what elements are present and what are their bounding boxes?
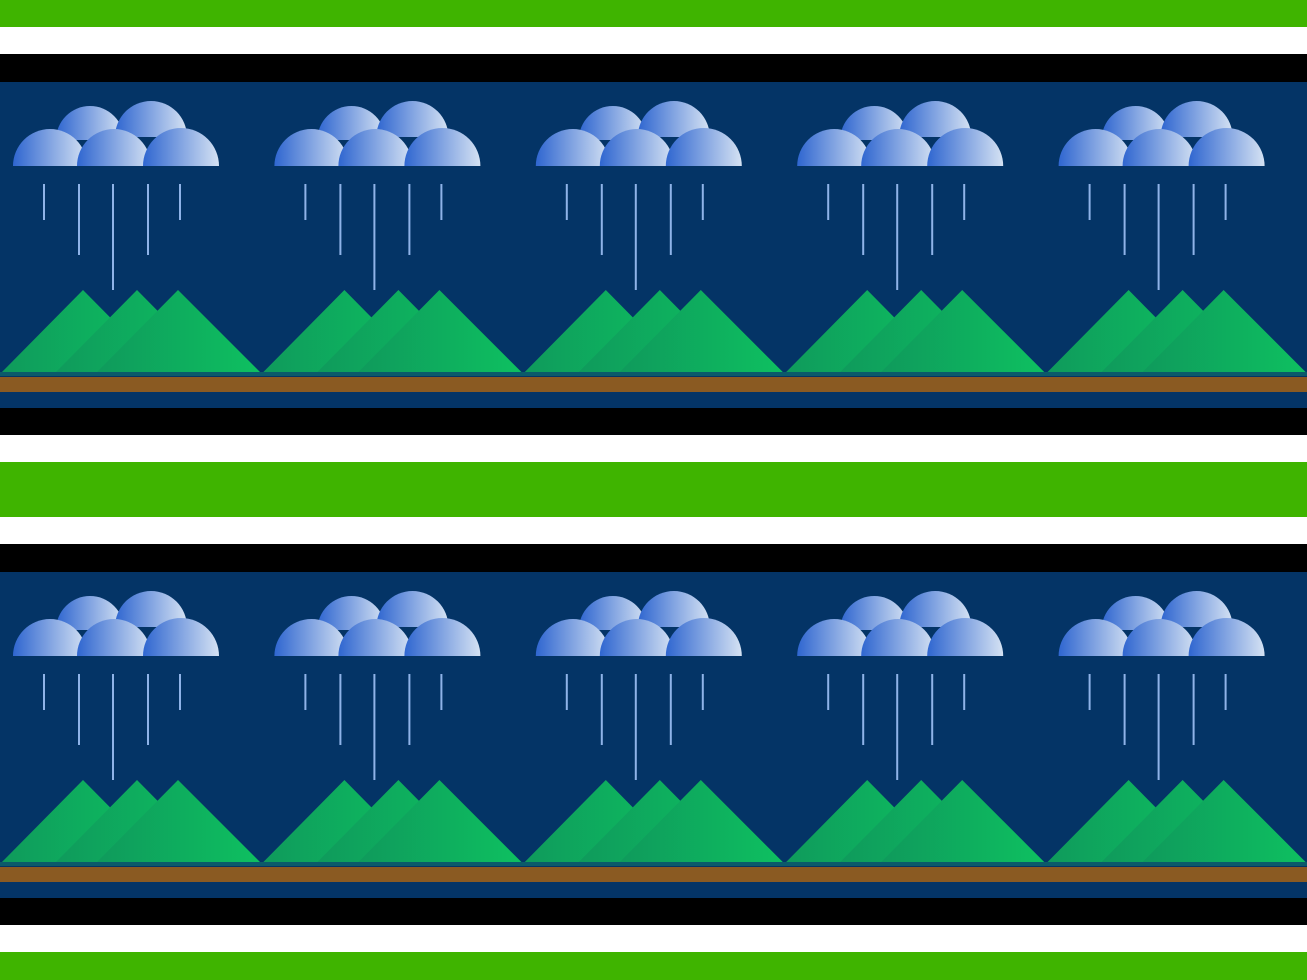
cloud-bump (899, 101, 972, 137)
cloud-bump (1160, 591, 1233, 627)
cloud-bump (404, 128, 481, 166)
cloud-bump (665, 128, 742, 166)
cloud-bump (1122, 619, 1197, 656)
cloud-bump (797, 129, 872, 166)
green-stripe (0, 952, 1307, 980)
cloud-bump (338, 129, 413, 166)
mountain-peak (97, 780, 260, 862)
cloud-bump (861, 619, 936, 656)
cloud-bump (376, 101, 449, 137)
mountain-peak (1142, 780, 1306, 862)
cloud-bump (899, 591, 972, 627)
white-stripe (0, 925, 1307, 952)
cloud-bump (1122, 129, 1197, 166)
mountain-peak (358, 780, 522, 862)
white-stripe (0, 517, 1307, 544)
cloud-bump (404, 618, 481, 656)
ground-strip (0, 867, 1307, 882)
cloud-bump (535, 129, 610, 166)
cloud-bump (927, 618, 1004, 656)
ground-strip (0, 377, 1307, 392)
green-stripe (0, 462, 1307, 517)
mountain-peak (97, 290, 260, 372)
ground-line (0, 372, 1307, 376)
cloud-bump (115, 101, 187, 137)
mountain-peak (881, 290, 1045, 372)
cloud-bump (376, 591, 449, 627)
cloud-bump (1160, 101, 1233, 137)
mountain-peak (358, 290, 522, 372)
mountain-peak (619, 290, 783, 372)
cloud-bump (274, 619, 349, 656)
cloud-bump (13, 619, 87, 656)
cloud-bump (599, 129, 674, 166)
cloud-bump (927, 128, 1004, 166)
cloud-bump (599, 619, 674, 656)
cloud-bump (143, 618, 219, 656)
ground-line (0, 862, 1307, 866)
cloud-bump (274, 129, 349, 166)
cloud-bump (637, 101, 710, 137)
cloud-bump (1188, 128, 1265, 166)
mountain-peak (619, 780, 783, 862)
cloud-bump (665, 618, 742, 656)
cloud-bump (1188, 618, 1265, 656)
black-stripe (0, 54, 1307, 82)
black-stripe (0, 408, 1307, 435)
white-stripe (0, 435, 1307, 462)
cloud-bump (1058, 619, 1133, 656)
black-stripe (0, 898, 1307, 925)
cloud-bump (77, 129, 151, 166)
cloud-bump (1058, 129, 1133, 166)
black-stripe (0, 544, 1307, 572)
cloud-bump (861, 129, 936, 166)
mountain-peak (1142, 290, 1306, 372)
cloud-bump (637, 591, 710, 627)
cloud-bump (143, 128, 219, 166)
cloud-bump (338, 619, 413, 656)
cloud-bump (77, 619, 151, 656)
cloud-bump (115, 591, 187, 627)
cloud-bump (535, 619, 610, 656)
cloud-bump (797, 619, 872, 656)
cloud-bump (13, 129, 87, 166)
white-stripe (0, 27, 1307, 54)
mountain-peak (881, 780, 1045, 862)
green-stripe (0, 0, 1307, 27)
